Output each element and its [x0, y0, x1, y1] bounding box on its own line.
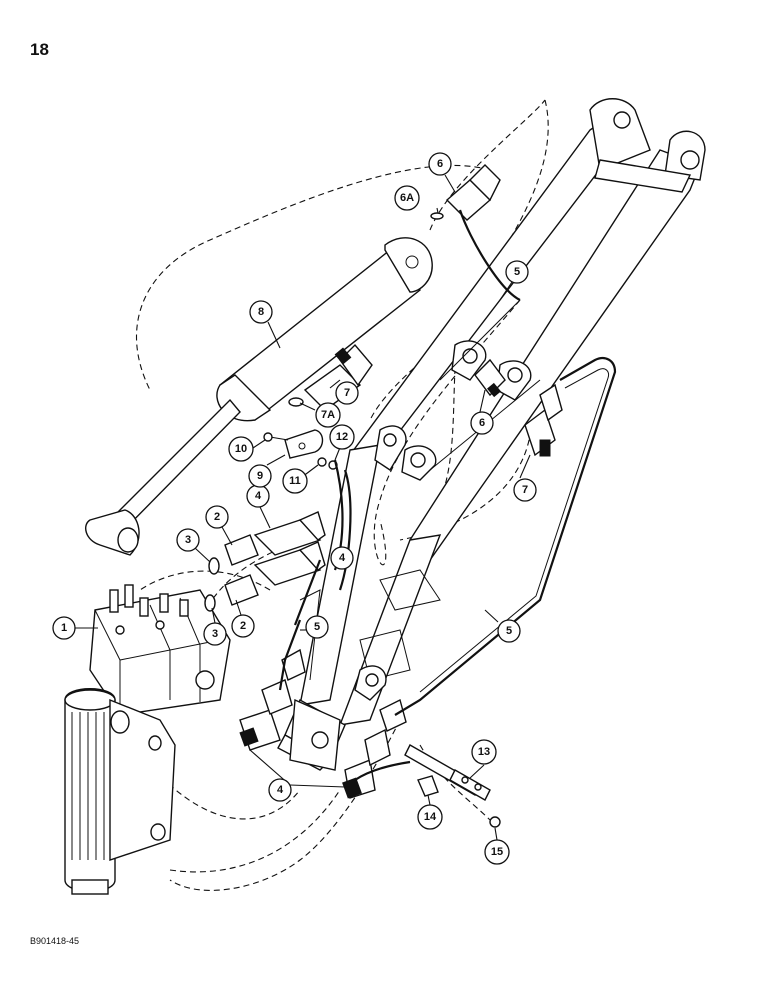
svg-text:15: 15	[491, 846, 503, 858]
callout-15: 15	[484, 839, 510, 865]
callout-11: 11	[282, 468, 308, 494]
page-number: 18	[30, 40, 49, 59]
hydraulic-lines	[278, 209, 617, 781]
swing-tower	[64, 688, 176, 895]
callout-13: 13	[471, 739, 497, 765]
callout-6A: 6A	[394, 185, 420, 211]
control-valve	[89, 584, 231, 716]
hose-bracket	[404, 744, 501, 828]
svg-text:7: 7	[522, 484, 528, 496]
svg-text:1: 1	[61, 622, 67, 634]
callout-4-lower: 4	[268, 778, 292, 802]
fittings	[204, 164, 563, 799]
svg-text:6: 6	[437, 158, 443, 170]
callout-3-lower: 3	[203, 622, 227, 646]
leader-lines	[75, 174, 531, 841]
callout-9: 9	[248, 464, 272, 488]
callout-8: 8	[249, 300, 273, 324]
svg-text:5: 5	[506, 625, 512, 637]
svg-text:7: 7	[344, 387, 350, 399]
callout-10: 10	[228, 436, 254, 462]
svg-text:11: 11	[289, 475, 301, 487]
callout-1: 1	[52, 616, 76, 640]
svg-text:5: 5	[314, 621, 320, 633]
callout-7-upper: 7	[335, 381, 359, 405]
callout-2-lower: 2	[231, 614, 255, 638]
callout-6-top: 6	[428, 152, 452, 176]
boom-cylinder	[84, 237, 433, 556]
svg-text:2: 2	[214, 511, 220, 523]
callout-7A: 7A	[315, 402, 341, 428]
svg-text:3: 3	[185, 534, 191, 546]
callout-14: 14	[417, 804, 443, 830]
svg-text:7A: 7A	[321, 409, 335, 421]
callout-5-middle: 5	[305, 615, 329, 639]
callout-2-upper: 2	[205, 505, 229, 529]
callout-4-middle: 4	[330, 546, 354, 570]
svg-text:2: 2	[240, 620, 246, 632]
callout-4-upper: 4	[246, 484, 270, 508]
svg-text:10: 10	[235, 443, 247, 455]
figure-code: B901418-45	[30, 936, 80, 946]
callout-12: 12	[329, 424, 355, 450]
callout-7-right: 7	[513, 478, 537, 502]
svg-text:13: 13	[478, 746, 490, 758]
svg-text:9: 9	[257, 470, 263, 482]
svg-text:3: 3	[212, 628, 218, 640]
callout-5-upper: 5	[505, 260, 529, 284]
svg-text:4: 4	[339, 552, 346, 564]
svg-text:4: 4	[255, 490, 262, 502]
svg-text:6A: 6A	[400, 192, 414, 204]
callout-6-middle: 6	[470, 411, 494, 435]
callout-5-right: 5	[497, 619, 521, 643]
svg-text:6: 6	[479, 417, 485, 429]
svg-text:4: 4	[277, 784, 284, 796]
svg-text:5: 5	[514, 266, 520, 278]
callout-3-upper: 3	[176, 528, 200, 552]
svg-text:14: 14	[424, 811, 437, 823]
svg-text:8: 8	[258, 306, 264, 318]
boom-frame	[277, 98, 706, 771]
svg-text:12: 12	[336, 431, 348, 443]
